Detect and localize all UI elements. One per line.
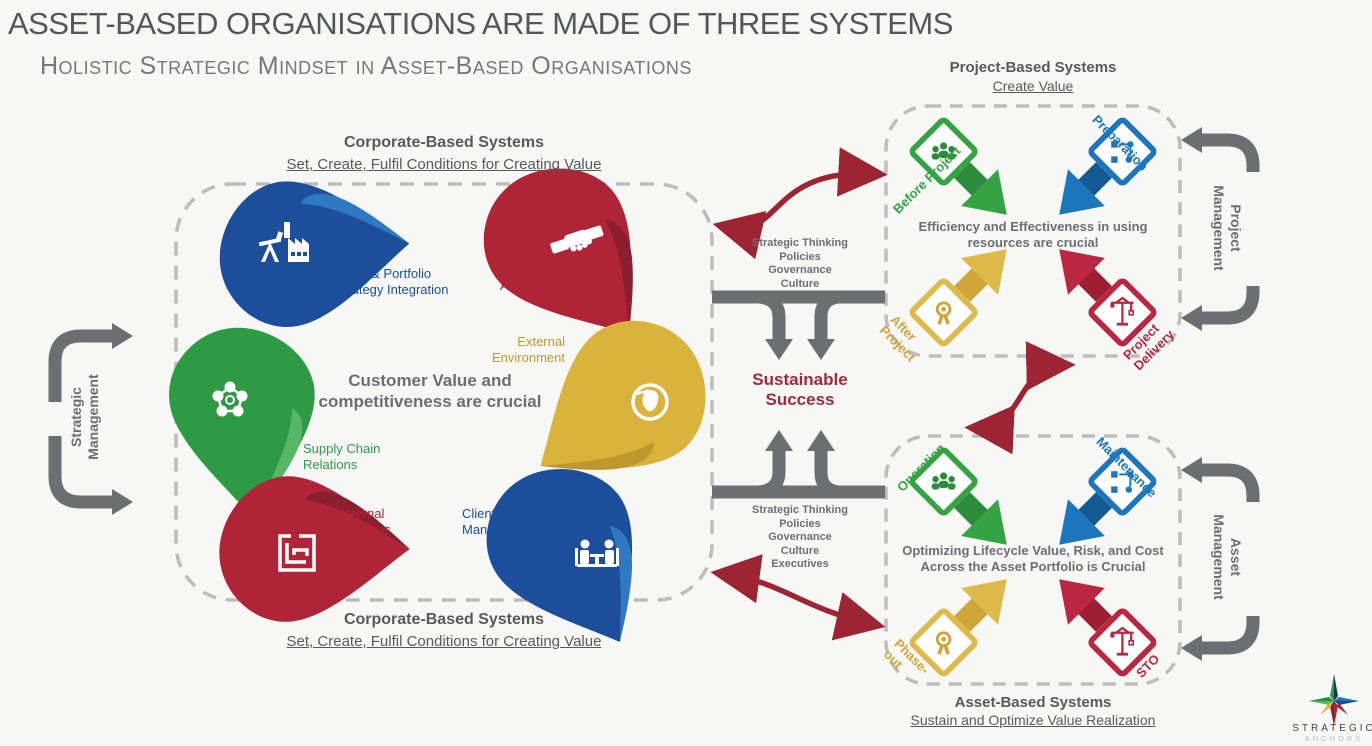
label-asset-portfolio: Asset & Portfolio Strategy Integration xyxy=(335,266,449,297)
team-icon xyxy=(931,142,956,160)
label-partnering: Partnering Arrangements xyxy=(500,262,582,293)
crane-icon xyxy=(1110,296,1134,326)
asset-title: Asset-Based Systems xyxy=(954,694,1112,711)
governance-stack-bottom: Strategic Thinking Policies Governance C… xyxy=(752,504,848,570)
globe-icon xyxy=(631,383,669,421)
corporate-center-text: Customer Value and competitiveness are c… xyxy=(318,371,542,411)
network-icon xyxy=(212,381,248,417)
compass-star-icon xyxy=(1309,674,1359,726)
corporate-title-bottom: Corporate-Based Systems xyxy=(343,611,545,628)
project-title: Project-Based Systems xyxy=(949,59,1117,76)
corporate-tagline-bottom: Set, Create, Fulfil Conditions for Creat… xyxy=(286,633,602,650)
award-icon xyxy=(935,301,952,325)
arrow-preparation xyxy=(1059,119,1155,215)
merge-arrows-down xyxy=(712,290,885,340)
arrow-down-icon xyxy=(765,339,793,360)
team-icon xyxy=(931,472,956,490)
strategic-management-label: Strategic Management xyxy=(68,374,101,460)
arrow-after-project xyxy=(911,249,1007,345)
factory-icon xyxy=(258,222,309,262)
arrow-down-icon xyxy=(807,339,835,360)
connector-corporate-project xyxy=(712,147,888,260)
arrow-before-project xyxy=(911,119,1007,215)
arrow-up-icon xyxy=(765,430,793,451)
arrow-right-icon xyxy=(112,323,133,349)
arrow-left-icon xyxy=(1181,305,1202,331)
arrow-left-icon xyxy=(1181,127,1202,153)
project-management-label: Project Management xyxy=(1211,185,1244,271)
label-client-management: Client Management xyxy=(462,506,538,537)
handshake-icon xyxy=(550,225,604,254)
label-supply-chain: Supply Chain Relations xyxy=(303,441,381,472)
arrow-maintenance xyxy=(1059,449,1155,545)
corporate-title-top: Corporate-Based Systems xyxy=(343,134,545,151)
arrow-operation xyxy=(911,449,1007,545)
flowchart-icon xyxy=(1111,471,1134,493)
meeting-icon xyxy=(575,539,619,567)
merge-arrows-up xyxy=(712,450,885,499)
connector-project-asset xyxy=(964,341,1076,455)
project-tagline: Create Value xyxy=(992,78,1074,94)
corporate-tagline-top: Set, Create, Fulfil Conditions for Creat… xyxy=(286,156,602,173)
logo-name: STRATEGIC xyxy=(1292,723,1372,734)
sustainable-success: Sustainable Success xyxy=(752,370,848,409)
award-icon xyxy=(935,631,952,655)
connector-corporate-asset xyxy=(710,554,886,641)
page-title: ASSET-BASED ORGANISATIONS ARE MADE OF TH… xyxy=(8,6,953,41)
crane-icon xyxy=(1110,626,1134,656)
arrow-up-icon xyxy=(807,430,835,451)
label-external-environment: External Environment xyxy=(492,334,565,365)
governance-stack-top: Strategic Thinking Policies Governance C… xyxy=(752,237,848,303)
petal-external-environment xyxy=(540,310,716,488)
project-management-arrows xyxy=(1201,133,1260,325)
asset-tagline: Sustain and Optimize Value Realization xyxy=(910,712,1156,728)
arrow-phase-out xyxy=(911,579,1007,675)
arrow-project-delivery xyxy=(1059,249,1155,345)
label-internal-systems: Internal Systems xyxy=(341,506,391,537)
asset-center-text: Optimizing Lifecycle Value, Risk, and Co… xyxy=(902,543,1164,574)
strategic-management-arrows xyxy=(48,329,113,509)
project-center-text: Efficiency and Effectiveness in using re… xyxy=(918,219,1148,250)
logo-subname: ANCHORS xyxy=(1304,734,1364,743)
arrow-sto xyxy=(1059,579,1155,675)
asset-management-label: Asset Management xyxy=(1211,514,1244,600)
maze-icon xyxy=(278,534,316,572)
red-connectors xyxy=(710,147,1076,641)
page-subtitle: Holistic Strategic Mindset in Asset-Base… xyxy=(40,52,692,80)
arrow-right-icon xyxy=(112,489,133,515)
asset-systems-box xyxy=(884,434,1182,686)
arrow-left-icon xyxy=(1181,457,1202,483)
asset-management-arrows xyxy=(1201,463,1260,655)
flowchart-icon xyxy=(1111,141,1134,163)
arrow-left-icon xyxy=(1181,635,1202,661)
